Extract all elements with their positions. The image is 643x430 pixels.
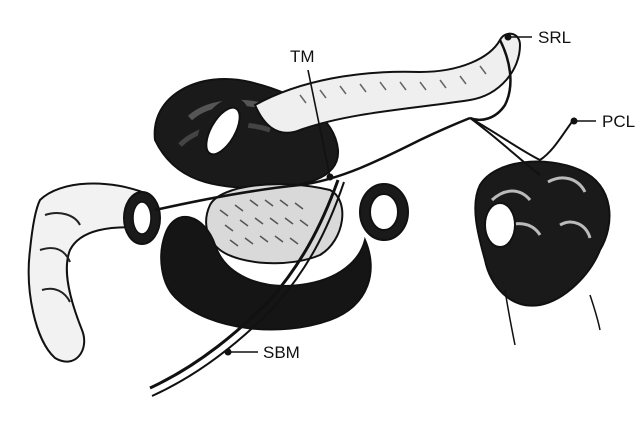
left-colon — [29, 184, 160, 362]
dot-srl — [505, 34, 512, 41]
dot-tm — [327, 174, 334, 181]
label-sbm: SBM — [263, 343, 300, 362]
dot-pcl — [571, 118, 578, 125]
dot-sbm — [225, 349, 232, 356]
cut-bowel-center — [360, 184, 408, 240]
label-tm: TM — [290, 47, 315, 66]
label-srl: SRL — [538, 28, 571, 47]
right-colon — [475, 162, 609, 345]
label-pcl: PCL — [602, 112, 635, 131]
